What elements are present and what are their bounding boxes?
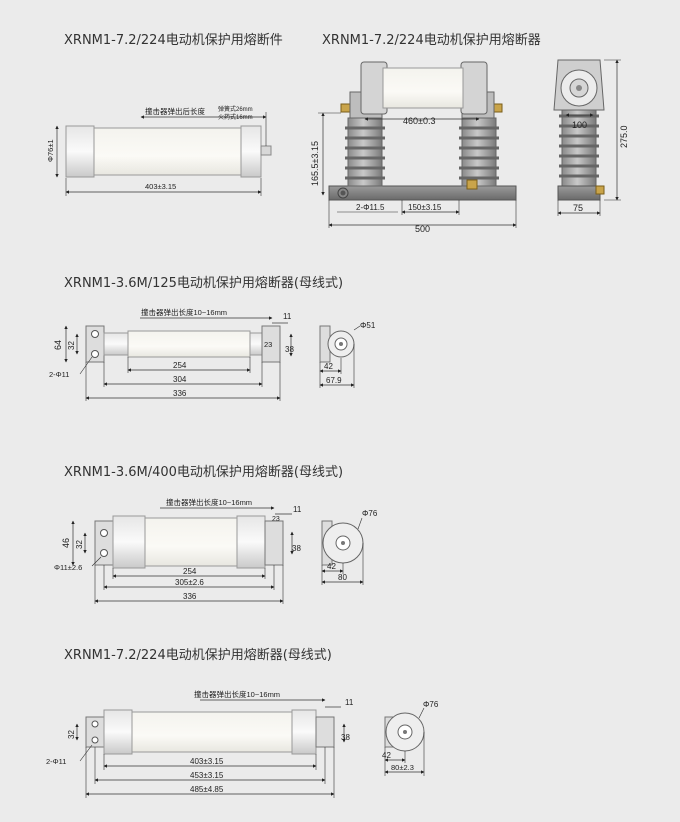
phi-label: Φ76 (423, 700, 439, 709)
dim-11: 11 (345, 698, 354, 707)
busbar-fuse-125-end-view: Φ51 42 67.9 (319, 321, 376, 388)
dim-485: 485±4.85 (190, 785, 224, 794)
base-plate (328, 185, 517, 201)
dim-46: 46 (61, 538, 71, 548)
dim-42: 42 (324, 362, 333, 371)
title-s2: XRNM1-3.6M/125电动机保护用熔断器(母线式) (64, 276, 344, 291)
striker-label: 撞击器弹出长度10~16mm (141, 307, 227, 317)
dim-254: 254 (183, 567, 197, 576)
dim-403: 403±3.15 (190, 757, 224, 766)
striker-label: 撞击器弹出长度10~16mm (166, 497, 252, 507)
side-height-label: 275.0 (619, 125, 629, 148)
striker-length-label: 撞击器弹出后长度 (145, 106, 205, 116)
dim-64: 64 (53, 340, 63, 350)
dim-305: 305±2.6 (175, 578, 204, 587)
total-length-label: 500 (415, 224, 430, 234)
side-top-label: 100 (572, 120, 587, 130)
dim-32: 32 (67, 730, 76, 739)
title-s1b: XRNM1-7.2/224电动机保护用熔断器 (322, 33, 541, 48)
mounting-tab-left (94, 520, 114, 566)
busbar-fuse-400-drawing: 撞击器弹出长度10~16mm 11 23 38 46 32 Φ11±2.6 25… (54, 497, 302, 604)
fuse-body (91, 127, 244, 176)
dim-38: 38 (285, 345, 294, 354)
dim-42: 42 (327, 562, 336, 571)
striker-pin (260, 145, 272, 156)
dim-80: 80 (338, 573, 347, 582)
dim-38: 38 (292, 544, 301, 553)
title-s3: XRNM1-3.6M/400电动机保护用熔断器(母线式) (64, 465, 344, 480)
dim-23: 23 (264, 340, 272, 349)
dim-32: 32 (75, 540, 84, 549)
dim-304: 304 (173, 375, 187, 384)
phi-label: Φ76 (362, 509, 378, 518)
mounting-tab-right (261, 325, 281, 363)
span-label: 460±0.3 (403, 116, 435, 126)
height-label: 165.5±3.15 (310, 141, 320, 186)
insulator-right (459, 117, 499, 187)
fuse-body (144, 517, 238, 567)
dim-38: 38 (341, 733, 350, 742)
dim-42: 42 (382, 751, 391, 760)
fuse-base-side-view: 100 275.0 75 (553, 59, 629, 216)
diameter-label: Φ76±1 (46, 139, 55, 162)
dim-23: 23 (272, 516, 280, 523)
dim-453: 453±3.15 (190, 771, 224, 780)
dim-32: 32 (67, 341, 76, 350)
gunpowder-type-label: 火药式16mm (218, 113, 253, 121)
dim-336: 336 (173, 389, 187, 398)
mounting-tab-right (315, 716, 335, 748)
fuse-body (127, 330, 251, 358)
fuse-body (131, 711, 293, 753)
dim-254: 254 (173, 361, 187, 370)
dim-11: 11 (293, 505, 302, 514)
fuse-end-cap-right (240, 125, 262, 178)
spring-type-label: 弹簧式26mm (218, 105, 253, 113)
holes-label: Φ11±2.6 (54, 563, 82, 572)
holes-label: 2-Φ11.5 (356, 203, 385, 212)
dim-11: 11 (283, 312, 292, 321)
busbar-fuse-400-end-view: Φ76 42 80 (321, 509, 378, 585)
insulator-left (345, 117, 385, 187)
holes-label: 2-Φ11 (46, 757, 66, 766)
dim-80: 80±2.3 (391, 763, 414, 772)
fuse-tube (382, 67, 464, 109)
title-s4: XRNM1-7.2/224电动机保护用熔断器(母线式) (64, 648, 332, 663)
spacing-label: 150±3.15 (408, 203, 442, 212)
phi-label: Φ51 (360, 321, 376, 330)
busbar-fuse-224-end-view: Φ76 42 80±2.3 (382, 700, 439, 776)
fuse-end-cap-left (65, 125, 95, 178)
dim-336: 336 (183, 592, 197, 601)
holes-label: 2-Φ11 (49, 370, 69, 379)
busbar-fuse-125-drawing: 23 撞击器弹出长度10~16mm 11 38 64 32 2-Φ11 254 … (49, 307, 294, 401)
dim-679: 67.9 (326, 376, 342, 385)
mounting-tab-right (264, 520, 284, 566)
fuse-link-drawing: 撞击器弹出后长度 弹簧式26mm 火药式16mm Φ76±1 403±3.15 (46, 105, 272, 196)
length-label: 403±3.15 (145, 182, 176, 191)
title-s1a: XRNM1-7.2/224电动机保护用熔断件 (64, 33, 283, 48)
side-base-label: 75 (573, 203, 583, 213)
busbar-fuse-224-drawing: 撞击器弹出长度10~16mm 11 38 32 2-Φ11 403±3.15 4… (46, 689, 354, 798)
striker-label: 撞击器弹出长度10~16mm (194, 689, 280, 699)
fuse-base-drawing: 460±0.3 165.5±3.15 150±3.15 2-Φ11.5 500 (310, 61, 517, 234)
